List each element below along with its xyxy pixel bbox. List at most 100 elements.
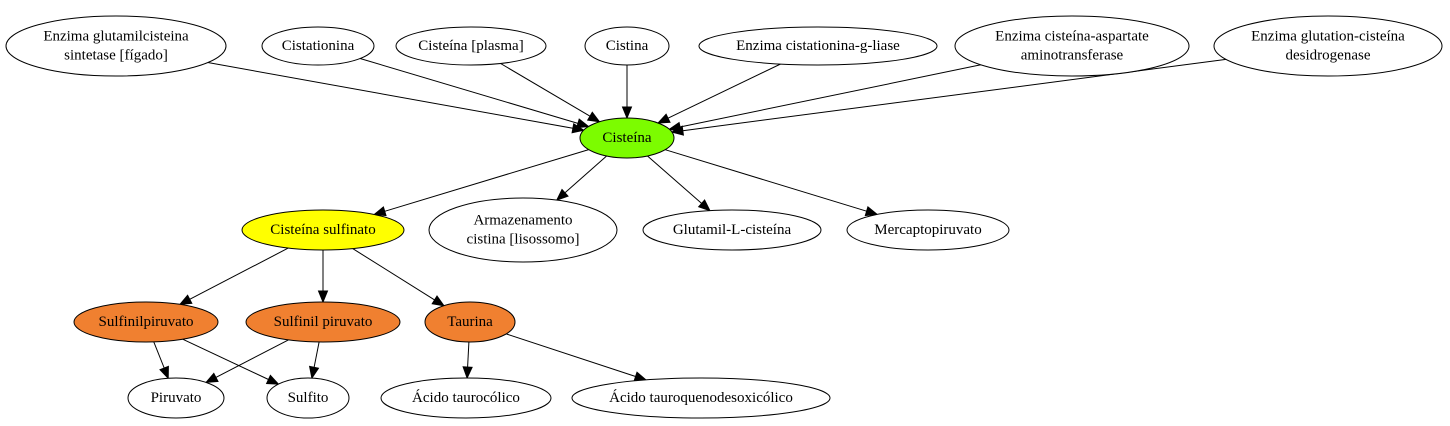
- node-cistationina: Cistationina: [261, 26, 375, 66]
- node-ellipse: [424, 301, 516, 343]
- node-sulfinilpiruvato: Sulfinilpiruvato: [73, 301, 219, 343]
- node-ellipse: [584, 26, 670, 66]
- edge-cisteina-to-cisteina_sulfinato: [372, 149, 589, 217]
- edge-sulfinil_piruvato-to-sulfito: [308, 341, 320, 380]
- arrowhead-icon: [204, 372, 219, 384]
- node-ellipse: [127, 377, 225, 419]
- node-ellipse: [642, 209, 822, 251]
- edge-line: [506, 333, 636, 377]
- arrowhead-icon: [576, 118, 590, 129]
- edges-layer: [153, 58, 1227, 385]
- edge-cistationina_liase-to-cisteina: [656, 63, 781, 124]
- edge-line: [352, 248, 435, 301]
- arrowhead-icon: [462, 366, 473, 380]
- node-glutamil-l-cisteina: Glutamil-L-cisteína: [642, 209, 822, 251]
- node-ellipse: [73, 301, 219, 343]
- node-label: aminotransferase: [1021, 48, 1124, 64]
- edge-line: [467, 341, 470, 368]
- edge-sulfinilpiruvato-to-piruvato: [153, 341, 169, 380]
- edge-cisteina_sulfinato-to-sulfinil_piruvato: [317, 250, 329, 304]
- arrowhead-icon: [586, 111, 601, 123]
- edge-sulfinilpiruvato-to-sulfito: [182, 338, 280, 385]
- node-cisteina-sulfinato: Cisteína sulfinato: [241, 209, 405, 251]
- node-label: Cistina: [606, 38, 649, 54]
- node-label: Ácido taurocólico: [412, 389, 520, 406]
- node-ellipse: [698, 26, 938, 66]
- node-taurina: Taurina: [424, 301, 516, 343]
- arrowhead-icon: [555, 188, 569, 201]
- edge-line: [647, 155, 702, 204]
- node-ellipse: [428, 197, 618, 263]
- arrowhead-icon: [308, 365, 320, 380]
- arrowhead-icon: [621, 106, 633, 120]
- node-aspartate-aminotransferase: Enzima cisteína-aspartate aminotransferas…: [954, 15, 1190, 77]
- node-sulfinil-piruvato: Sulfinil piruvato: [245, 301, 401, 343]
- node-label: Sulfinil piruvato: [274, 314, 373, 330]
- arrowhead-icon: [178, 294, 193, 306]
- edge-glutation_desidrogenase-to-cisteina: [670, 58, 1227, 136]
- edge-line: [665, 149, 867, 212]
- node-label: desidrogenase: [1286, 48, 1371, 64]
- arrowhead-icon: [864, 206, 879, 217]
- node-label: Glutamil-L-cisteína: [673, 222, 792, 238]
- arrowhead-icon: [656, 113, 671, 124]
- node-label: Enzima cisteína-aspartate: [995, 29, 1149, 45]
- node-cistationina-liase: Enzima cistationina-g-liase: [698, 26, 938, 66]
- node-cistina: Cistina: [584, 26, 670, 66]
- node-ellipse: [5, 15, 227, 77]
- node-label: Ácido tauroquenodesoxicólico: [609, 389, 793, 406]
- node-label: cistina [lisossomo]: [467, 232, 580, 248]
- node-label: Enzima cistationina-g-liase: [736, 38, 900, 54]
- arrowhead-icon: [670, 125, 684, 136]
- edge-line: [667, 63, 781, 119]
- edge-line: [207, 62, 573, 129]
- node-ellipse: [261, 26, 375, 66]
- node-cisteina-plasma: Cisteína [plasma]: [395, 26, 547, 66]
- edge-line: [153, 341, 165, 369]
- edge-cisteina_plasma-to-cisteina: [500, 63, 601, 123]
- edge-line: [500, 63, 591, 117]
- node-taurocolico: Ácido taurocólico: [380, 377, 552, 419]
- edge-cisteina_sulfinato-to-sulfinilpiruvato: [178, 247, 289, 306]
- node-label: Cistationina: [282, 38, 355, 54]
- node-label: Taurina: [447, 314, 493, 330]
- node-sulfito: Sulfito: [266, 377, 350, 419]
- node-armazenamento: Armazenamento cistina [lisossomo]: [428, 197, 618, 263]
- node-ellipse: [846, 209, 1010, 251]
- node-label: Sulfinilpiruvato: [99, 314, 194, 330]
- node-tauroquenodesoxicolico: Ácido tauroquenodesoxicólico: [571, 377, 831, 419]
- edge-line: [679, 64, 982, 128]
- node-ellipse: [241, 209, 405, 251]
- arrowhead-icon: [633, 371, 648, 382]
- node-ellipse: [1213, 15, 1443, 77]
- edge-cisteina-to-mercaptopiruvato: [665, 149, 879, 217]
- node-piruvato: Piruvato: [127, 377, 225, 419]
- arrowhead-icon: [431, 295, 446, 307]
- edge-taurina-to-tauroquenodesoxicolico: [506, 333, 648, 382]
- node-cisteina: Cisteína: [579, 117, 675, 159]
- node-ellipse: [380, 377, 552, 419]
- node-label: Piruvato: [151, 390, 202, 406]
- node-mercaptopiruvato: Mercaptopiruvato: [846, 209, 1010, 251]
- node-label: Enzima glutation-cisteína: [1251, 29, 1405, 45]
- node-label: Armazenamento: [473, 213, 572, 229]
- arrowhead-icon: [317, 290, 329, 304]
- edge-cisteina_sulfinato-to-taurina: [352, 248, 446, 307]
- arrowhead-icon: [265, 374, 280, 385]
- edge-sulfinil_piruvato-to-piruvato: [204, 339, 289, 384]
- arrowhead-icon: [159, 365, 169, 380]
- node-ellipse: [245, 301, 401, 343]
- arrowhead-icon: [697, 199, 711, 212]
- edge-line: [182, 338, 269, 380]
- node-ellipse: [571, 377, 831, 419]
- node-label: Cisteína [plasma]: [418, 38, 523, 54]
- edge-line: [564, 155, 607, 194]
- edge-line: [215, 339, 289, 378]
- node-ellipse: [954, 15, 1190, 77]
- edge-line: [189, 247, 289, 300]
- edge-taurina-to-taurocolico: [462, 341, 473, 380]
- edge-cisteina-to-glutamil_l_cisteina: [647, 155, 711, 212]
